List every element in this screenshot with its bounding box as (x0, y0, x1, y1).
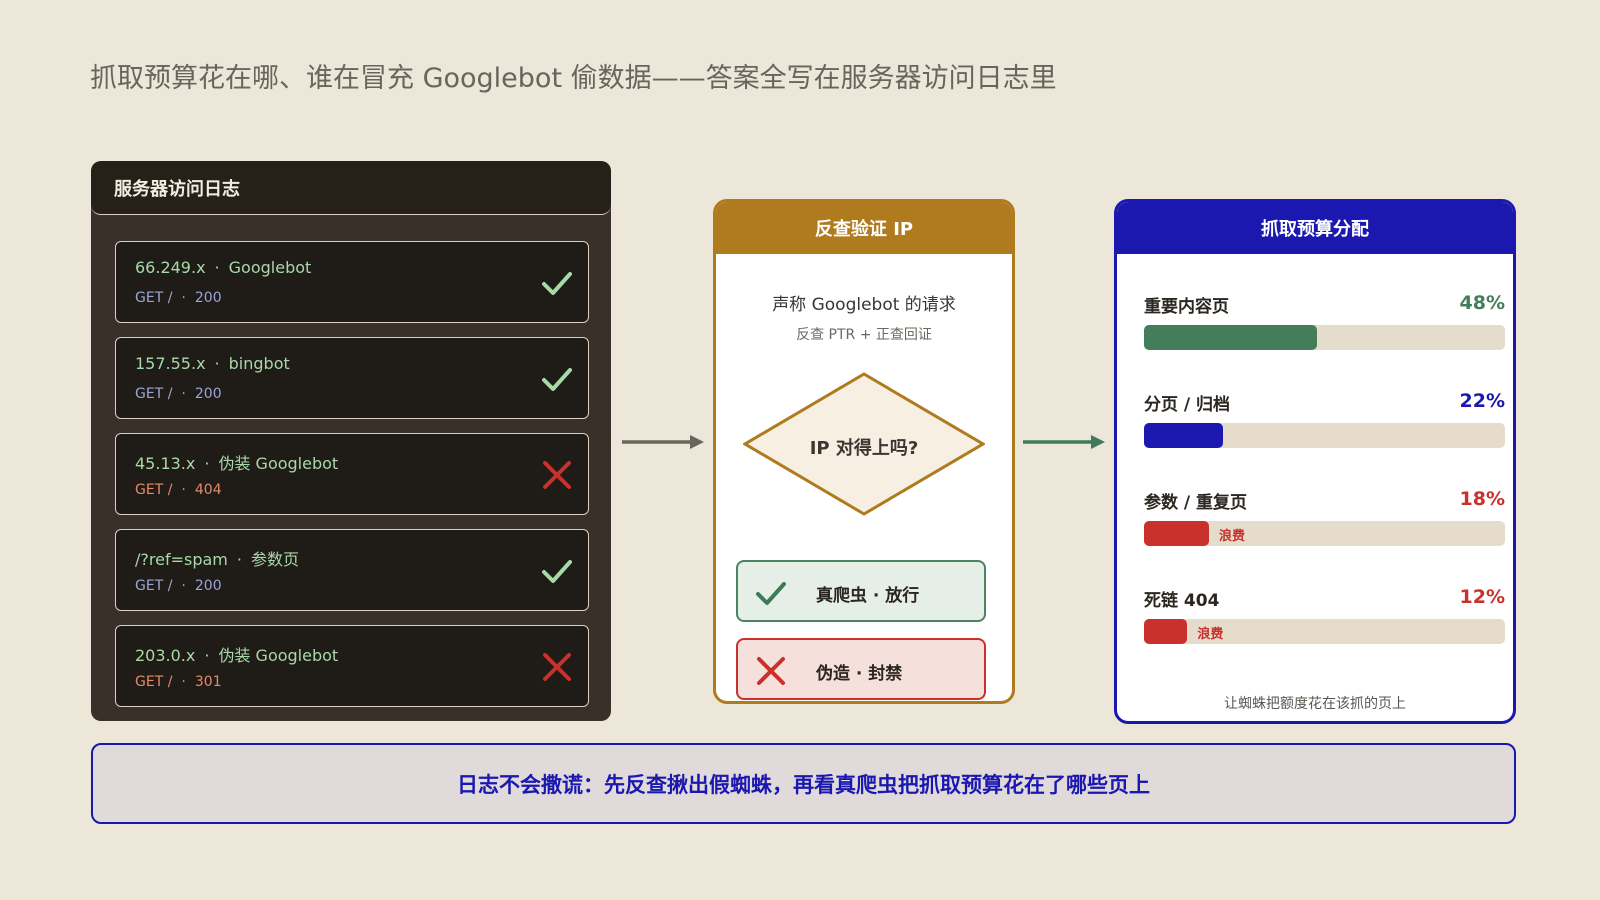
result-block: 伪造 · 封禁 (736, 638, 986, 700)
budget-row: 重要内容页 48% (1144, 292, 1505, 356)
separator-dot: · (181, 290, 186, 306)
budget-footer: 让蜘蛛把额度花在该抓的页上 (1224, 696, 1406, 712)
log-status: 301 (194, 674, 222, 690)
log-list: 66.249.x · Googlebot GET / · 200 157.55.x · bi… (115, 241, 589, 721)
log-entry: 66.249.x · Googlebot GET / · 200 (115, 241, 589, 323)
log-status: 200 (194, 386, 222, 402)
budget-label: 分页 / 归档 (1144, 395, 1231, 415)
result-pass: 真爬虫 · 放行 (736, 560, 986, 622)
budget-label: 死链 404 (1144, 591, 1220, 611)
verify-panel-header: 反查验证 IP (716, 202, 1012, 254)
budget-row: 参数 / 重复页 18% 浪费 (1144, 488, 1505, 552)
cross-icon (757, 657, 785, 685)
budget-panel: 抓取预算分配 重要内容页 48% 分页 / 归档 22% 参数 / 重复页 18… (1114, 199, 1516, 724)
cross-icon (543, 653, 571, 681)
separator-dot: · (181, 674, 186, 690)
arrow-right-icon (1023, 435, 1105, 449)
separator-dot: · (181, 578, 186, 594)
verify-panel: 反查验证 IP 声称 Googlebot 的请求 反查 PTR + 正查回证 I… (713, 199, 1015, 704)
budget-percent: 48% (1459, 292, 1505, 314)
budget-track (1144, 423, 1505, 448)
separator-dot: · (214, 354, 220, 373)
log-entry: 157.55.x · bingbot GET / · 200 (115, 337, 589, 419)
log-status: 200 (194, 578, 222, 594)
budget-waste-label: 浪费 (1218, 529, 1245, 544)
log-ip: 157.55.x (135, 354, 206, 373)
cross-icon (543, 461, 571, 489)
budget-row: 死链 404 12% 浪费 (1144, 586, 1505, 650)
log-method: GET / (135, 578, 173, 594)
result-pass-label: 真爬虫 · 放行 (816, 586, 920, 606)
log-ip: 45.13.x (135, 454, 196, 473)
arrow-right-icon (622, 435, 704, 449)
budget-percent: 22% (1459, 390, 1505, 412)
verify-method: 反查 PTR + 正查回证 (796, 327, 932, 343)
budget-waste-label: 浪费 (1197, 627, 1224, 642)
budget-fill (1144, 521, 1209, 546)
log-agent: 伪装 Googlebot (218, 454, 339, 473)
budget-row: 分页 / 归档 22% (1144, 390, 1505, 454)
check-icon (756, 582, 786, 605)
verify-claim: 声称 Googlebot 的请求 (772, 295, 956, 315)
budget-percent: 12% (1459, 586, 1505, 608)
summary-banner: 日志不会撒谎：先反查揪出假蜘蛛，再看真爬虫把抓取预算花在了哪些页上 (91, 743, 1516, 824)
log-method: GET / (135, 386, 173, 402)
result-block-label: 伪造 · 封禁 (816, 664, 903, 684)
separator-dot: · (236, 550, 242, 569)
separator-dot: · (181, 482, 186, 498)
check-icon (542, 368, 572, 391)
budget-label: 参数 / 重复页 (1144, 493, 1248, 513)
separator-dot: · (181, 386, 186, 402)
log-agent: 伪装 Googlebot (218, 646, 339, 665)
separator-dot: · (204, 454, 210, 473)
budget-track: 浪费 (1144, 521, 1505, 546)
log-entry: 45.13.x · 伪装 Googlebot GET / · 404 (115, 433, 589, 515)
log-agent: Googlebot (228, 258, 312, 277)
log-status: 200 (194, 290, 222, 306)
budget-percent: 18% (1459, 488, 1505, 510)
log-entry: 203.0.x · 伪装 Googlebot GET / · 301 (115, 625, 589, 707)
page-title: 抓取预算花在哪、谁在冒充 Googlebot 偷数据——答案全写在服务器访问日志… (90, 63, 1057, 94)
check-icon (542, 272, 572, 295)
decision-diamond (743, 372, 985, 516)
budget-track: 浪费 (1144, 619, 1505, 644)
budget-fill (1144, 423, 1224, 448)
separator-dot: · (214, 258, 220, 277)
log-method: GET / (135, 674, 173, 690)
budget-label: 重要内容页 (1144, 297, 1229, 317)
log-agent: 参数页 (250, 550, 299, 569)
log-ip: /?ref=spam (135, 550, 228, 569)
log-ip: 66.249.x (135, 258, 206, 277)
log-method: GET / (135, 290, 173, 306)
log-panel-header: 服务器访问日志 (91, 161, 611, 215)
budget-fill (1144, 325, 1318, 350)
log-entry: /?ref=spam · 参数页 GET / · 200 (115, 529, 589, 611)
log-agent: bingbot (228, 354, 290, 373)
budget-track (1144, 325, 1505, 350)
separator-dot: · (204, 646, 210, 665)
log-status: 404 (194, 482, 222, 498)
log-method: GET / (135, 482, 173, 498)
log-panel: 服务器访问日志 66.249.x · Googlebot GET / · 200 157… (91, 161, 611, 721)
budget-panel-header: 抓取预算分配 (1117, 202, 1513, 254)
decision-question: IP 对得上吗? (809, 438, 919, 459)
log-ip: 203.0.x (135, 646, 196, 665)
budget-fill (1144, 619, 1188, 644)
check-icon (542, 560, 572, 583)
